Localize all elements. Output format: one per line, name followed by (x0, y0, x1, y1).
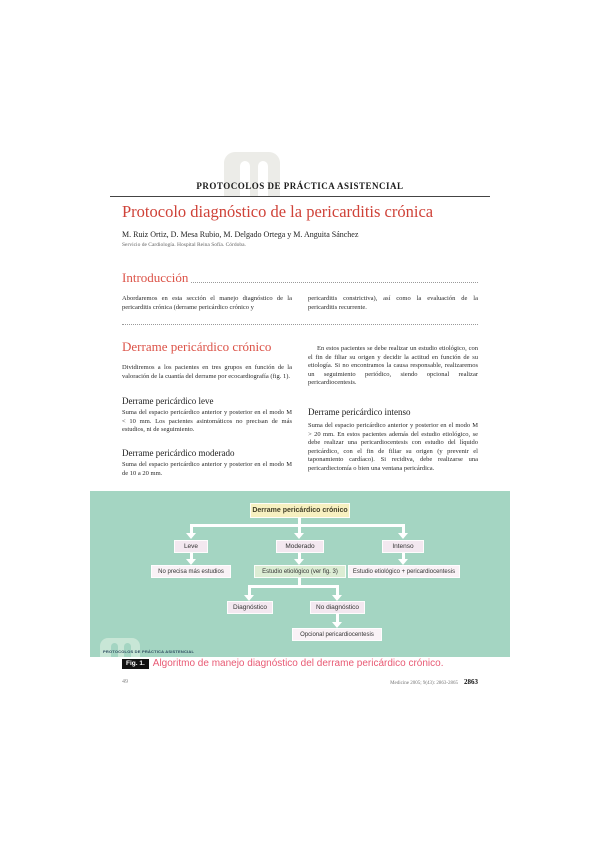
arrow-down-icon (332, 595, 342, 601)
comb-slot (240, 161, 250, 196)
connector-line (248, 585, 251, 595)
dotted-rule (122, 324, 478, 325)
subheading-intenso: Derrame pericárdico intenso (308, 407, 411, 417)
affiliation-line: Servicio de Cardiología. Hospital Reina … (122, 242, 246, 248)
connector-line (336, 614, 339, 622)
introduction-heading-row: Introducción (122, 270, 478, 286)
journal-page-number: 2863 (464, 678, 478, 686)
arrow-down-icon (398, 559, 408, 565)
subheading-moderado: Derrame pericárdico moderado (122, 448, 235, 458)
figure-panel: Derrame pericárdico crónico Leve Moderad… (90, 491, 510, 657)
connector-line (190, 524, 193, 533)
comb-slot (111, 643, 118, 657)
arrow-down-icon (186, 559, 196, 565)
flow-node-diagnostico: Diagnóstico (227, 601, 273, 614)
folio-number: 49 (122, 679, 128, 685)
subheading-leve: Derrame pericárdico leve (122, 396, 214, 406)
arrow-down-icon (186, 533, 196, 539)
connector-line (190, 524, 405, 527)
connector-line (248, 585, 339, 588)
series-header: PROTOCOLOS DE PRÁCTICA ASISTENCIAL (196, 181, 404, 191)
connector-line (336, 585, 339, 595)
arrow-down-icon (332, 622, 342, 628)
journal-reference: Medicine 2005; 9(43): 2863-2865 (390, 681, 458, 686)
introduction-heading: Introducción (122, 270, 189, 285)
comb-slot (124, 643, 131, 657)
section-heading-derrame: Derrame pericárdico crónico (122, 339, 272, 354)
dotted-leader (191, 282, 478, 283)
flow-node-intenso: Intenso (382, 540, 424, 553)
connector-line (298, 578, 301, 587)
authors-line: M. Ruiz Ortiz, D. Mesa Rubio, M. Delgado… (122, 230, 359, 239)
leve-paragraph: Suma del espacio pericárdico anterior y … (122, 409, 292, 434)
flow-node-root: Derrame pericárdico crónico (250, 503, 350, 518)
connector-line (402, 524, 405, 533)
intenso-paragraph: Suma del espacio pericárdico anterior y … (308, 422, 478, 472)
comb-slot (258, 161, 268, 196)
header-rule (110, 196, 490, 197)
derrame-intro-paragraph: Dividiremos a los pacientes en tres grup… (122, 364, 292, 380)
flow-node-leve: Leve (174, 540, 208, 553)
intro-col-left: Abordaremos en esta sección el manejo di… (122, 295, 292, 311)
flow-node-estudio-etiologico: Estudio etiológico (ver fig. 3) (254, 565, 346, 578)
connector-line (298, 518, 301, 526)
connector-line (190, 553, 193, 560)
journal-comb-icon-green (100, 638, 140, 657)
figure-badge: Fig. 1. (122, 658, 149, 669)
figure-watermark: PROTOCOLOS DE PRÁCTICA ASISTENCIAL (103, 649, 195, 654)
arrow-down-icon (398, 533, 408, 539)
figure-caption-row: Fig. 1. Algoritmo de manejo diagnóstico … (122, 658, 502, 669)
figure-caption: Algoritmo de manejo diagnóstico del derr… (152, 658, 444, 669)
intro-col-right: pericarditis constrictiva), así como la … (308, 295, 478, 311)
flow-node-no-diagnostico: No diagnóstico (310, 601, 365, 614)
journal-comb-icon (224, 152, 280, 196)
arrow-down-icon (244, 595, 254, 601)
journal-footer: Medicine 2005; 9(43): 2863-2865 2863 (122, 678, 478, 686)
flow-node-no-estudios: No precisa más estudios (151, 565, 231, 578)
arrow-down-icon (294, 559, 304, 565)
flow-node-estudio-pericardiocentesis: Estudio etiológico + pericardiocentesis (348, 565, 460, 578)
connector-line (298, 524, 301, 533)
arrow-down-icon (294, 533, 304, 539)
flow-node-opcional: Opcional pericardiocentesis (292, 628, 382, 641)
moderado-continued-paragraph: En estos pacientes se debe realizar un e… (308, 345, 478, 387)
connector-line (402, 553, 405, 560)
connector-line (298, 553, 301, 560)
moderado-paragraph: Suma del espacio pericárdico anterior y … (122, 461, 292, 477)
page-title: Protocolo diagnóstico de la pericarditis… (122, 202, 434, 221)
flow-node-moderado: Moderado (276, 540, 324, 553)
